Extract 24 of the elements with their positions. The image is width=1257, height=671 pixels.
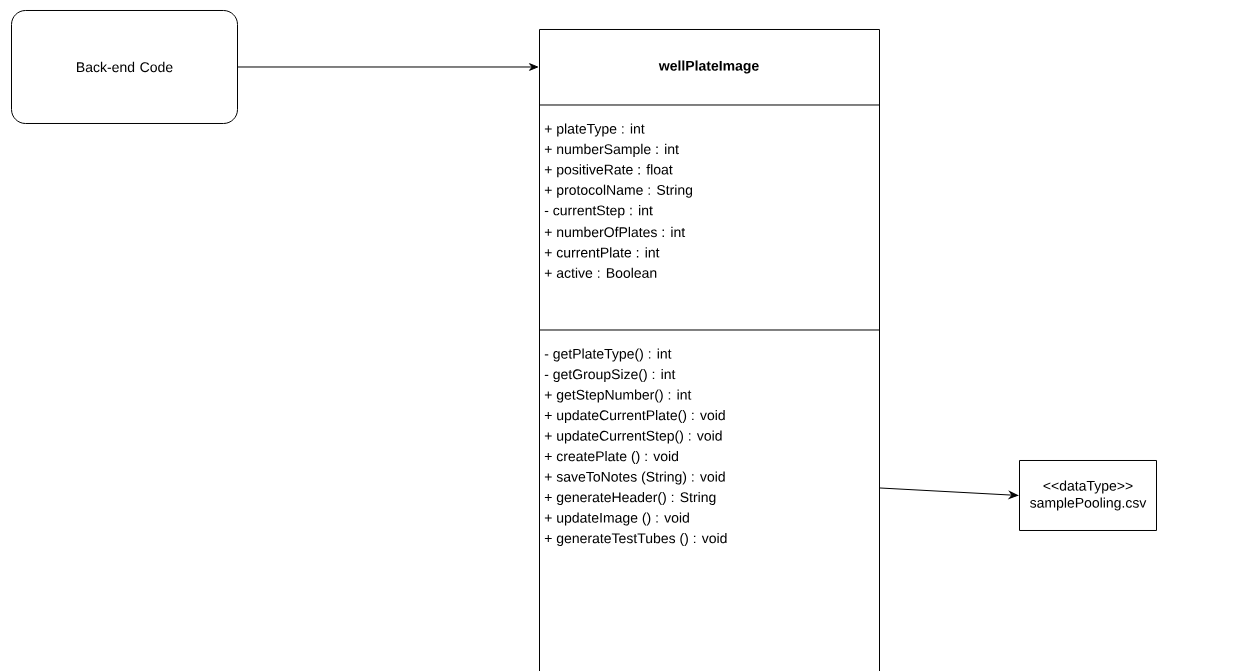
- method-text: + updateImage () : void: [544, 512, 689, 526]
- method-text: + getStepNumber() : int: [544, 389, 692, 403]
- method-text: - getGroupSize() : int: [544, 368, 676, 382]
- arrow: [879, 487, 1019, 499]
- datatype-box: <<dataType>> samplePooling.csv: [1019, 460, 1157, 531]
- attribute-text: + plateType : int: [544, 123, 645, 137]
- attribute-text: - currentStep : int: [544, 205, 653, 219]
- method-text: + updateCurrentPlate() : void: [544, 409, 725, 423]
- attribute-text: + currentPlate : int: [544, 247, 660, 258]
- component-box: Back-end Code: [11, 10, 238, 124]
- attribute-text: + protocolName : String: [544, 184, 693, 198]
- method-text: + saveToNotes (String) : void: [544, 471, 725, 485]
- attribute-text: + numberSample : int: [544, 143, 679, 157]
- class-box: [538, 29, 880, 671]
- method-text: - getPlateType() : int: [544, 348, 672, 362]
- attribute-text: + numberOfPlates : int: [544, 226, 686, 238]
- method-text: + generateTestTubes () : void: [544, 532, 727, 546]
- method-text: + generateHeader() : String: [544, 491, 716, 505]
- class-name: wellPlateImage: [658, 60, 759, 74]
- attribute-text: + positiveRate : float: [544, 164, 673, 178]
- arrow: [237, 63, 539, 71]
- attribute-text: + active : Boolean: [544, 267, 657, 278]
- method-text: + updateCurrentStep() : void: [544, 430, 722, 444]
- method-text: + createPlate () : void: [544, 450, 679, 464]
